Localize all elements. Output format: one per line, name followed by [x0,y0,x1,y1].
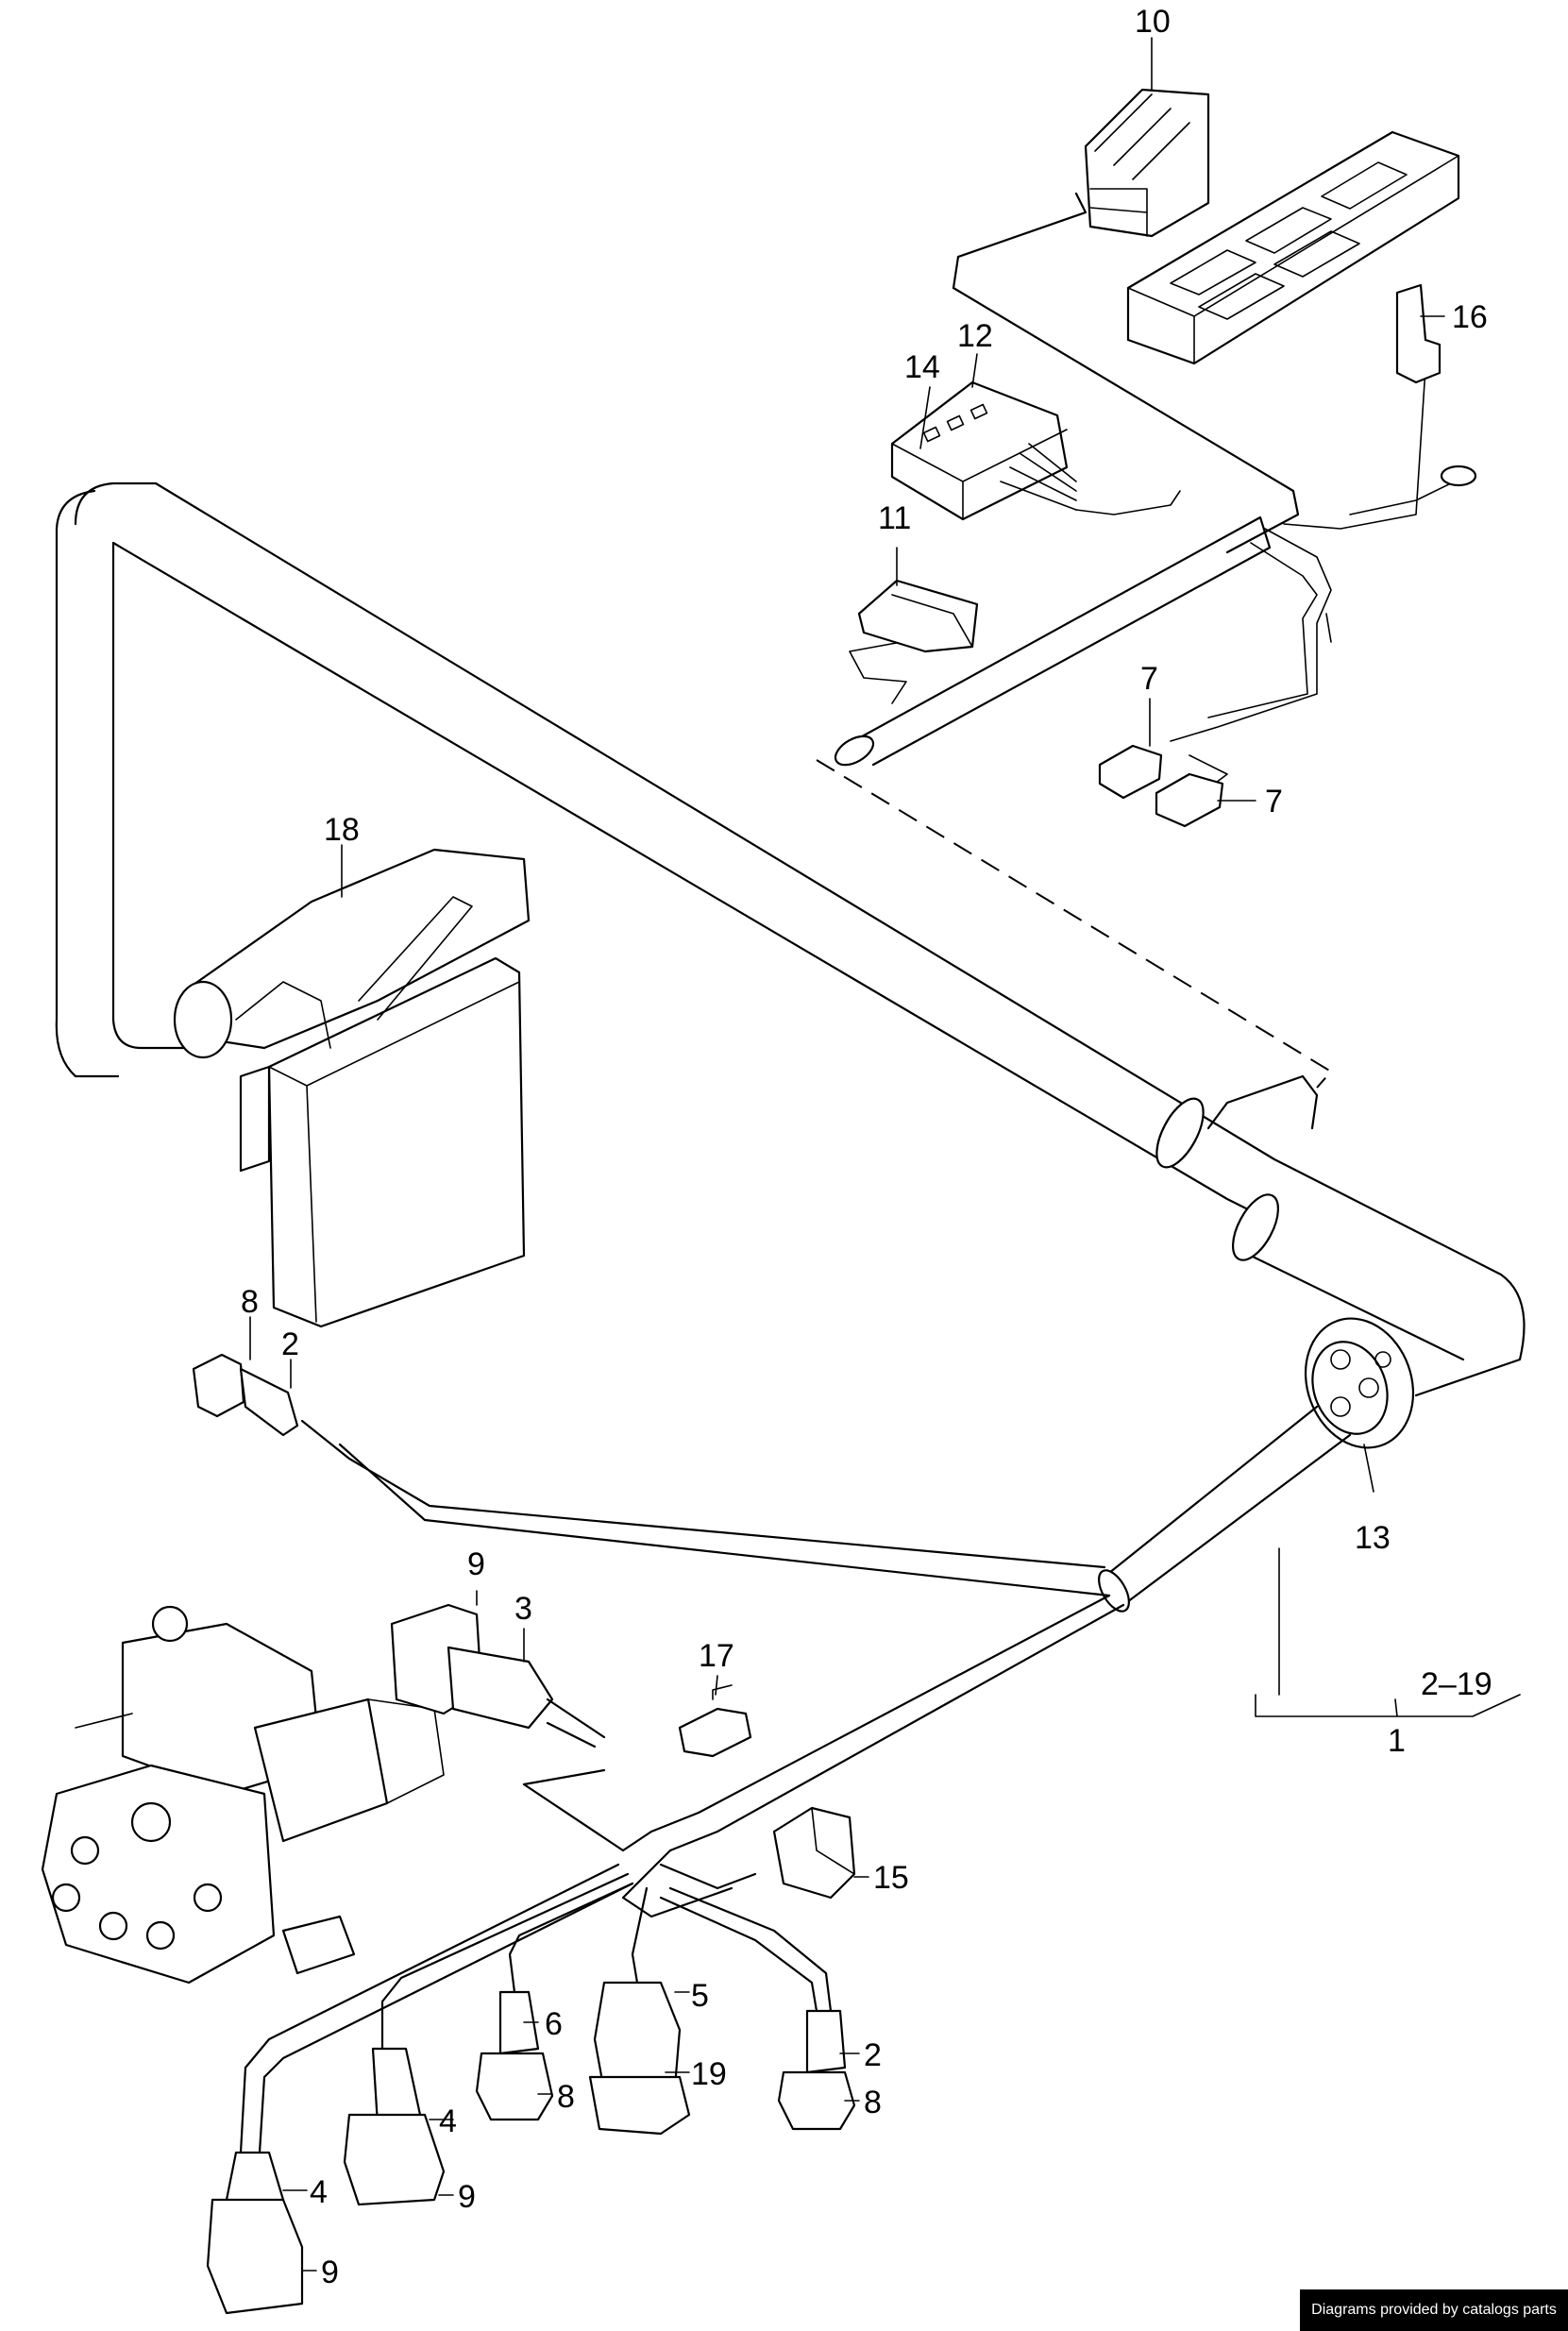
label-13: 13 [1355,1520,1391,1556]
lower-harness-trunk [522,1594,1125,1918]
label-5: 5 [691,1978,709,2014]
label-10: 10 [1135,4,1171,40]
label-range: 2–19 [1421,1666,1492,1702]
label-2-upper: 2 [281,1326,299,1362]
lower-sensor-branches [239,1863,833,2154]
main-harness-tube [55,481,1526,1397]
label-7-top: 7 [1140,661,1158,697]
label-9-left: 9 [321,2255,339,2290]
label-16: 16 [1452,299,1488,335]
component-15-connector [772,1806,856,1900]
label-17: 17 [699,1638,734,1674]
label-2-lower: 2 [864,2037,882,2073]
component-10-connector-block [1084,88,1210,238]
component-11-connector [857,579,979,653]
component-8-2-upper-sensor [192,1353,1111,1597]
label-12: 12 [957,318,993,354]
leader-lines [249,37,1521,2272]
upper-harness-branch [834,192,1477,789]
position-labels: 10 16 12 14 11 7 7 18 8 2 13 9 3 17 2–19… [241,4,1492,2290]
label-3: 3 [514,1591,532,1627]
label-9-upper: 9 [467,1546,485,1582]
label-6: 6 [545,2006,563,2042]
label-14: 14 [904,349,940,385]
label-7-right: 7 [1265,784,1283,819]
relay-carrier-panel [1126,130,1460,365]
label-8-lower-right: 8 [864,2085,882,2120]
label-1: 1 [1388,1723,1406,1759]
label-19: 19 [691,2056,727,2092]
label-8-upper: 8 [241,1284,259,1320]
label-15: 15 [873,1860,909,1896]
component-7-plugs [1098,744,1224,828]
lower-connectors [206,1981,856,2315]
component-18-control-unit [173,848,531,1328]
footer-credit: Diagrams provided by catalogs parts [1300,2289,1568,2331]
injection-pump [41,1605,445,1985]
component-13-grommet [1098,1317,1415,1613]
label-9-mid: 9 [458,2179,476,2215]
reference-dashed-line [816,759,1333,1089]
label-4-mid: 4 [439,2103,457,2139]
component-9-3-sensor-plug [390,1603,606,1748]
label-4-left: 4 [310,2174,328,2210]
label-8-lower-mid: 8 [557,2079,575,2115]
component-17-inline-part [678,1684,752,1758]
component-16-plug [1395,283,1442,384]
component-12-14-connector [890,380,1077,521]
label-18: 18 [324,812,360,848]
label-11: 11 [878,500,911,536]
